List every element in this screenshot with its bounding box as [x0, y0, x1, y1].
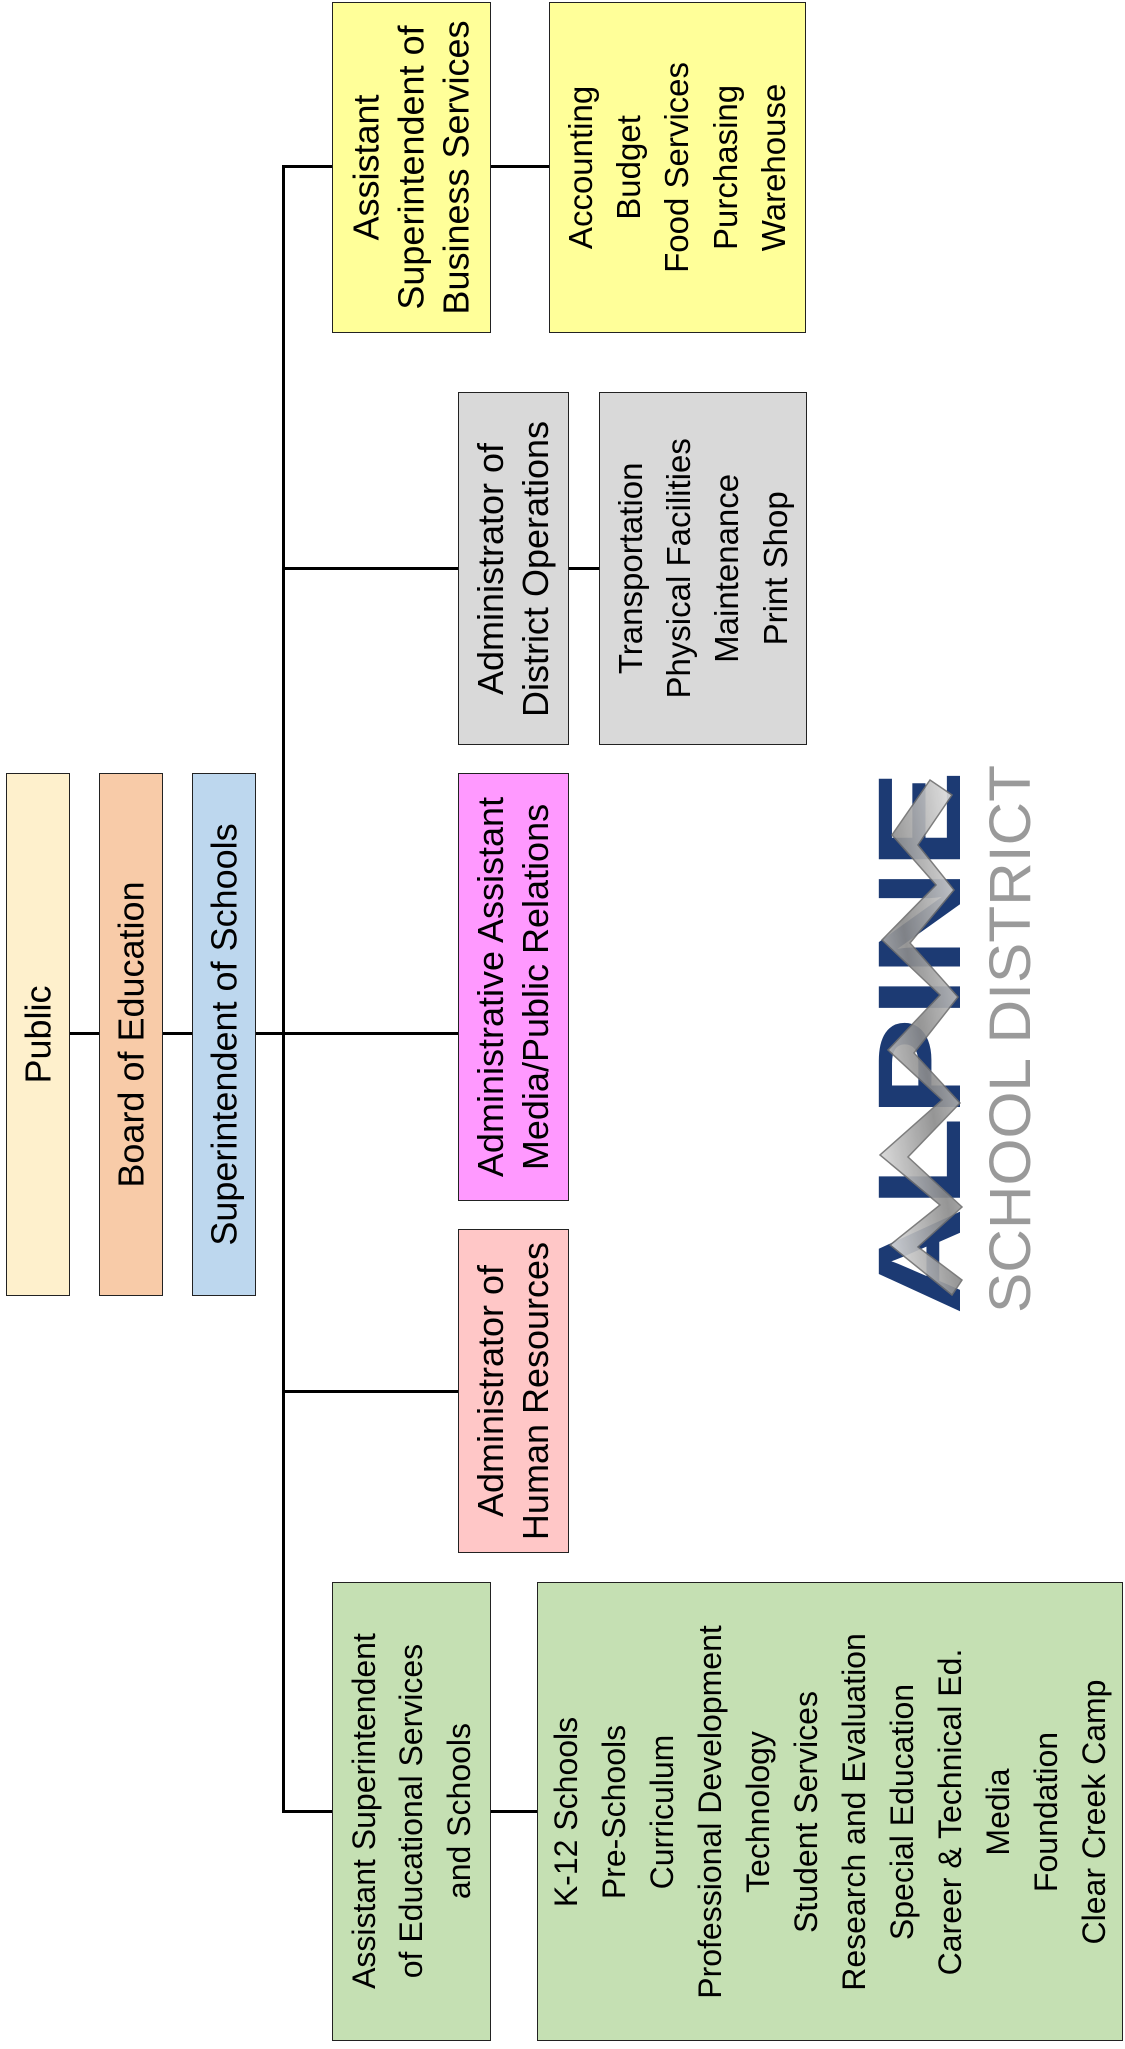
operations-departments-list: Transportation Physical Facilities Maint…	[607, 438, 800, 698]
list-item: Foundation	[1028, 1731, 1064, 1892]
list-item: Print Shop	[756, 491, 794, 646]
district-operations-title: Administrator of District Operations	[470, 420, 557, 717]
board-of-education-label: Board of Education	[110, 881, 152, 1188]
human-resources-box: Administrator of Human Resources	[458, 1229, 569, 1553]
list-item: Student Services	[788, 1690, 824, 1933]
public-box: Public	[6, 773, 70, 1296]
alpine-logo-graphic: ALPINE SCHOOL DISTRICT	[854, 765, 1043, 1315]
list-item: Physical Facilities	[659, 438, 697, 699]
business-services-box: Assistant Superintendent of Business Ser…	[332, 2, 491, 333]
list-item: Clear Creek Camp	[1076, 1679, 1112, 1944]
superintendent-box: Superintendent of Schools	[192, 773, 256, 1296]
list-item: Pre-Schools	[596, 1724, 632, 1899]
connector-business-departments	[490, 165, 550, 168]
educational-services-box: Assistant Superintendent of Educational …	[332, 1582, 491, 2041]
connector-branch-hr	[282, 1390, 459, 1393]
list-item: Transportation	[611, 462, 649, 675]
list-item: Career & Technical Ed.	[932, 1648, 968, 1975]
list-item: Technology	[740, 1730, 776, 1893]
connector-branch-business	[282, 165, 333, 168]
public-label: Public	[17, 985, 59, 1084]
media-relations-title: Administrative Assistant Media/Public Re…	[470, 796, 557, 1178]
board-of-education-box: Board of Education	[99, 773, 163, 1296]
connector-vertical-trunk	[282, 165, 285, 1812]
logo-tagline: SCHOOL DISTRICT	[978, 765, 1040, 1313]
list-item: Professional Development	[692, 1624, 728, 1999]
list-item: Food Services	[658, 62, 696, 273]
educational-departments-list: K-12 Schools Pre-Schools Curriculum Prof…	[542, 1625, 1118, 1999]
list-item: Budget	[610, 115, 648, 220]
mountain-swoosh	[878, 778, 964, 1297]
educational-departments-box: K-12 Schools Pre-Schools Curriculum Prof…	[537, 1582, 1123, 2041]
list-item: Special Education	[884, 1683, 920, 1940]
list-item: Research and Evaluation	[836, 1632, 872, 1991]
list-item: Media	[980, 1767, 1016, 1856]
list-item: Warehouse	[754, 83, 792, 252]
human-resources-title: Administrator of Human Resources	[470, 1241, 557, 1541]
educational-services-title: Assistant Superintendent of Educational …	[345, 1633, 477, 1990]
connector-board-superintendent	[163, 1032, 193, 1035]
connector-branch-media	[282, 1032, 459, 1035]
list-item: Maintenance	[708, 474, 746, 663]
superintendent-label: Superintendent of Schools	[203, 823, 245, 1246]
operations-departments-box: Transportation Physical Facilities Maint…	[599, 392, 807, 745]
connector-superintendent-trunk	[256, 1032, 284, 1035]
list-item: Purchasing	[706, 84, 744, 251]
business-departments-box: Accounting Budget Food Services Purchasi…	[549, 2, 806, 333]
list-item: K-12 Schools	[548, 1716, 584, 1907]
connector-branch-operations	[282, 567, 459, 570]
connector-branch-educational	[282, 1810, 333, 1813]
list-item: Accounting	[562, 85, 600, 250]
connector-educational-departments	[490, 1810, 538, 1813]
district-operations-box: Administrator of District Operations	[458, 392, 569, 745]
connector-public-board	[70, 1032, 100, 1035]
list-item: Curriculum	[644, 1734, 680, 1889]
business-services-title: Assistant Superintendent of Business Ser…	[346, 20, 477, 315]
alpine-school-district-logo: ALPINE SCHOOL DISTRICT	[854, 760, 1043, 1315]
connector-operations-departments	[568, 567, 600, 570]
business-departments-list: Accounting Budget Food Services Purchasi…	[557, 62, 798, 273]
media-relations-box: Administrative Assistant Media/Public Re…	[458, 773, 569, 1201]
